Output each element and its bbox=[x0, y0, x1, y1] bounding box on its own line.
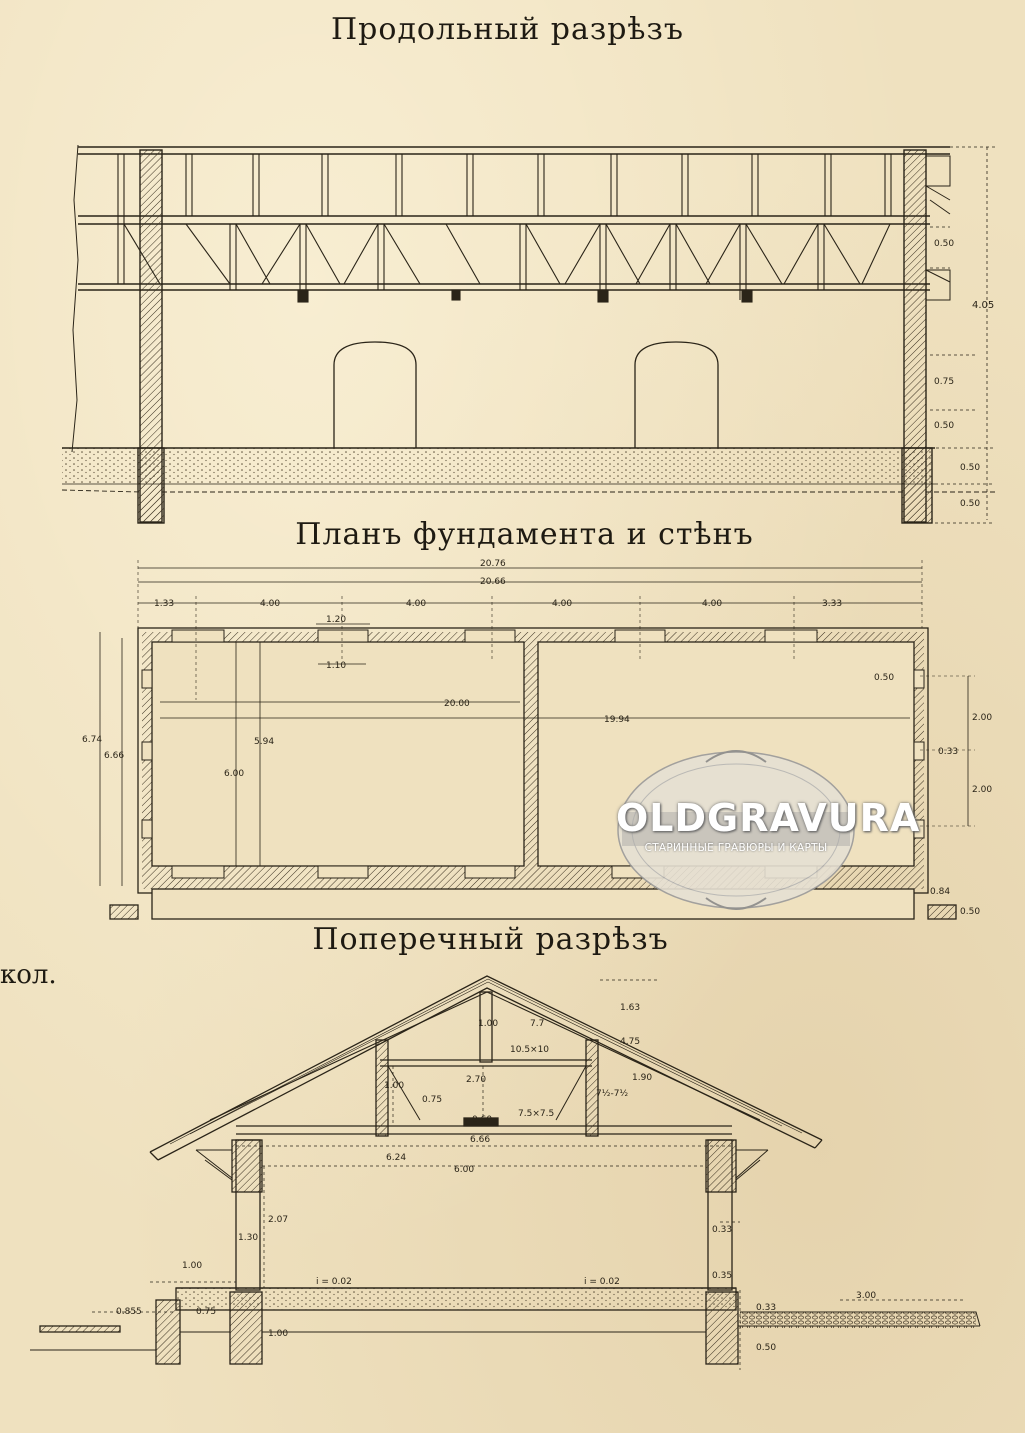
title-foundation-plan: Планъ фундамента и стѣнъ bbox=[295, 517, 754, 552]
dim-total-height: 4.05 bbox=[972, 300, 994, 311]
dim-vent: 0.50 bbox=[874, 673, 894, 683]
dim-rafter-lower: 1.90 bbox=[632, 1073, 652, 1083]
dim-king-post: 1.00 bbox=[478, 1019, 498, 1029]
title-longitudinal-section: Продольный разрѣзъ bbox=[331, 12, 684, 47]
dim-inner-length: 20.00 bbox=[444, 699, 470, 709]
dim-wall-height: 2.07 bbox=[268, 1215, 288, 1225]
dim-step-inner: 0.75 bbox=[196, 1307, 216, 1317]
dim-top-fill: 0.50 bbox=[934, 239, 954, 249]
watermark-tagline: СТАРИННЫЕ ГРАВЮРЫ И КАРТЫ bbox=[644, 842, 828, 854]
dim-side-gap: 0.33 bbox=[938, 747, 958, 757]
dim-window-inner: 1.10 bbox=[326, 661, 346, 671]
dim-room-length: 19.94 bbox=[604, 715, 630, 725]
dim-slope-left: i = 0.02 bbox=[316, 1277, 352, 1287]
dim-strut-height: 1.00 bbox=[384, 1081, 404, 1091]
edge-fragment-text: кол. bbox=[0, 960, 57, 990]
dim-foundation: 0.50 bbox=[960, 499, 980, 509]
dim-left-offset: 1.00 bbox=[182, 1261, 202, 1271]
dim-plan-plinth: 0.50 bbox=[960, 907, 980, 917]
dim-room-depth: 5.94 bbox=[254, 737, 274, 747]
watermark-name: OLDGRAVURA bbox=[616, 796, 921, 840]
longitudinal-dimension-labels: 0.50 4.05 0.75 0.50 0.50 0.50 bbox=[934, 239, 994, 509]
dim-spacing-2: 4.00 bbox=[260, 599, 280, 609]
dim-spacing-6: 3.33 bbox=[822, 599, 842, 609]
dim-spacing-3: 4.00 bbox=[406, 599, 426, 609]
dim-spacing-4: 4.00 bbox=[552, 599, 572, 609]
dim-slope-right: i = 0.02 bbox=[584, 1277, 620, 1287]
dim-spacing-5: 4.00 bbox=[702, 599, 722, 609]
watermark-emblem bbox=[617, 750, 855, 910]
dim-drainage-depth: 0.33 bbox=[756, 1303, 776, 1313]
cross-dimension-labels: 1.63 1.00 10.5×10 7.7 4.75 1.90 2.70 1.0… bbox=[116, 1003, 876, 1353]
longitudinal-section bbox=[61, 144, 995, 524]
dim-opening: 0.75 bbox=[934, 377, 954, 387]
dim-sill: 0.50 bbox=[934, 421, 954, 431]
dim-side-2: 2.00 bbox=[972, 785, 992, 795]
dim-collar: 2.70 bbox=[466, 1075, 486, 1085]
dim-window-width: 1.20 bbox=[326, 615, 346, 625]
dim-span: 6.24 bbox=[386, 1153, 406, 1163]
dim-wall: 0.84 bbox=[930, 887, 950, 897]
dim-inner-depth: 6.00 bbox=[224, 769, 244, 779]
dim-footing: 0.50 bbox=[756, 1343, 776, 1353]
foundation-plan bbox=[99, 560, 975, 920]
dim-side-1: 2.00 bbox=[972, 713, 992, 723]
dim-overall-outer: 20.76 bbox=[480, 559, 506, 569]
dim-foundation-width: 1.00 bbox=[268, 1329, 288, 1339]
dim-beam-section: 10.5×10 bbox=[510, 1045, 549, 1055]
dim-plinth: 0.50 bbox=[960, 463, 980, 473]
plan-dimension-labels: 20.76 20.66 1.33 4.00 4.00 4.00 4.00 3.3… bbox=[82, 559, 992, 917]
dim-ledge: 0.35 bbox=[712, 1271, 732, 1281]
dim-rafter-section: 7.7 bbox=[530, 1019, 544, 1029]
dim-left-steps: 0.855 bbox=[116, 1307, 142, 1317]
title-cross-section: Поперечный разрѣзъ bbox=[312, 922, 669, 957]
dim-tie-span: 6.66 bbox=[470, 1135, 490, 1145]
dim-inner-span: 6.00 bbox=[454, 1165, 474, 1175]
dim-tie: 7.5×7.5 bbox=[518, 1109, 554, 1119]
dim-strut-inner: 0.75 bbox=[422, 1095, 442, 1105]
dim-eave: 0.33 bbox=[712, 1225, 732, 1235]
dim-drainage-width: 3.00 bbox=[856, 1291, 876, 1301]
dim-overall: 20.66 bbox=[480, 577, 506, 587]
dim-depth: 6.66 bbox=[104, 751, 124, 761]
dim-tie-small: 0.60 bbox=[472, 1115, 492, 1125]
dim-ridge-height: 1.63 bbox=[620, 1003, 640, 1013]
dim-brace: 7½-7½ bbox=[596, 1089, 628, 1099]
dim-depth-outer: 6.74 bbox=[82, 735, 102, 745]
cross-section bbox=[30, 975, 981, 1370]
dim-spacing-1: 1.33 bbox=[154, 599, 174, 609]
dim-pier: 1.30 bbox=[238, 1233, 258, 1243]
dim-rafter-length: 4.75 bbox=[620, 1037, 640, 1047]
